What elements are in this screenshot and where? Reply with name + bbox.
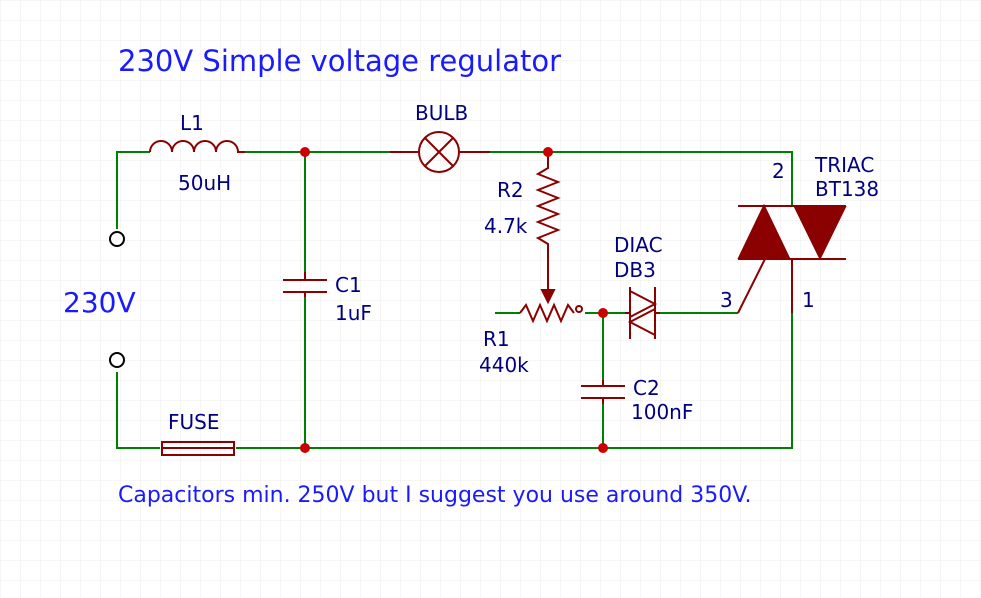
inductor-value: 50uH	[178, 171, 231, 195]
bulb-cross	[424, 137, 454, 167]
wires	[116, 151, 793, 449]
r1-ref: R1	[483, 327, 510, 351]
c2-value: 100nF	[631, 400, 693, 424]
c2-ref: C2	[633, 376, 660, 400]
triac[interactable]	[737, 203, 847, 314]
diagram-title: 230V Simple voltage regulator	[118, 44, 561, 78]
inductor-ref: L1	[180, 111, 204, 135]
source-voltage-label: 230V	[63, 286, 136, 319]
input-terminals	[109, 231, 125, 368]
junction-dot	[598, 308, 608, 318]
fuse[interactable]	[161, 441, 235, 456]
c1-value: 1uF	[335, 301, 372, 325]
diac[interactable]	[625, 287, 660, 339]
fuse-ref: FUSE	[168, 410, 219, 434]
bulb-ref: BULB	[415, 101, 468, 125]
junctions	[300, 147, 608, 453]
capacitor-c1[interactable]	[283, 272, 327, 297]
junction-dot	[300, 443, 310, 453]
diac-type: DIAC	[614, 233, 663, 257]
wire-bottom-return	[236, 313, 793, 449]
r1-wiper-arrow	[540, 289, 556, 305]
triac-pin-a1: 1	[802, 288, 815, 312]
resistor-r2[interactable]	[535, 152, 561, 305]
diac-part: DB3	[614, 258, 656, 282]
r2-ref: R2	[497, 178, 524, 202]
wire-input-top	[116, 151, 150, 229]
junction-dot	[543, 147, 553, 157]
potentiometer-r1[interactable]	[519, 302, 583, 324]
inductor-l1[interactable]	[149, 140, 245, 153]
diac-triangle-upper	[629, 289, 658, 319]
junction-dot	[598, 443, 608, 453]
diac-triangle-lower	[627, 307, 656, 337]
r2-symbol	[535, 152, 561, 290]
terminal-bottom[interactable]	[109, 352, 125, 368]
bulb[interactable]	[390, 131, 490, 173]
triac-part: BT138	[815, 177, 879, 201]
triac-triangle-up	[737, 203, 791, 259]
footnote: Capacitors min. 250V but I suggest you u…	[118, 483, 751, 508]
terminal-top[interactable]	[109, 231, 125, 247]
r2-value: 4.7k	[484, 214, 528, 238]
junction-dot	[300, 147, 310, 157]
c1-ref: C1	[335, 273, 362, 297]
inductor-symbol	[149, 140, 245, 153]
triac-gate-lead	[737, 258, 766, 314]
triac-pin-gate: 3	[720, 288, 733, 312]
bulb-icon	[418, 131, 460, 173]
triac-pin-a2: 2	[772, 159, 785, 183]
wire-bulb-to-triac	[490, 151, 793, 205]
wire-input-bottom	[116, 372, 160, 449]
triac-triangle-down	[793, 206, 847, 261]
r1-pin	[575, 305, 583, 313]
r1-value: 440k	[479, 353, 529, 377]
triac-type: TRIAC	[814, 153, 874, 177]
capacitor-c2[interactable]	[581, 380, 625, 404]
r1-symbol	[519, 302, 575, 324]
